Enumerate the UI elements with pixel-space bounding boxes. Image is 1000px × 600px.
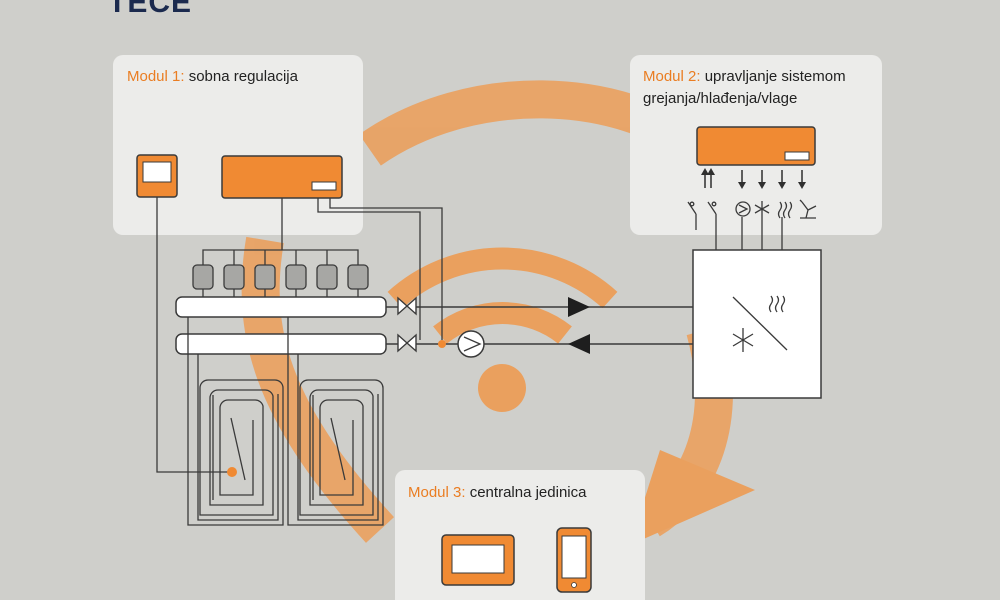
module-2-title: upravljanje sistemom <box>704 68 846 85</box>
smartphone-icon <box>556 527 592 593</box>
tablet-icon <box>441 534 515 586</box>
actuator-icon <box>192 264 369 290</box>
controller-icon <box>221 155 343 199</box>
module-3-label: Modul 3: centralna jedinica <box>408 482 586 504</box>
brand-logo: TECE <box>108 0 193 19</box>
module-1-title: sobna regulacija <box>188 68 298 85</box>
flow-arrow <box>568 334 590 354</box>
module-2-label: Modul 2: upravljanje sistemom grejanja/h… <box>643 66 846 110</box>
module-1-label: Modul 1: sobna regulacija <box>127 66 298 88</box>
module-2-title-line2: grejanja/hlađenja/vlage <box>643 90 798 107</box>
controller-icon <box>696 126 816 166</box>
wifi-icon <box>387 247 618 344</box>
heat-pump-icon <box>692 249 822 399</box>
module-2-prefix: Modul 2: <box>643 68 701 85</box>
manifold-supply <box>175 296 387 318</box>
thermostat-icon <box>136 154 178 198</box>
floor-loop-right <box>287 317 384 526</box>
fan-icon <box>799 199 817 219</box>
heat-waves-icon <box>768 295 786 313</box>
module-3-prefix: Modul 3: <box>408 484 466 501</box>
actuator-wires <box>156 197 443 473</box>
connection-lines <box>715 217 783 250</box>
snowflake-icon <box>754 201 770 217</box>
manifold-return <box>175 333 387 355</box>
snowflake-icon <box>732 328 754 352</box>
module-3-title: centralna jedinica <box>469 484 587 501</box>
floor-loop-left <box>187 317 284 526</box>
cycle-arrowhead <box>630 450 755 545</box>
heat-waves-icon <box>777 201 793 219</box>
switch-icon <box>687 201 717 232</box>
arrowheads <box>701 168 806 189</box>
pump-icon <box>735 201 751 217</box>
flow-arrow <box>568 297 590 317</box>
wifi-dot <box>478 364 526 412</box>
module-1-prefix: Modul 1: <box>127 68 185 85</box>
valve-icon <box>397 296 417 353</box>
